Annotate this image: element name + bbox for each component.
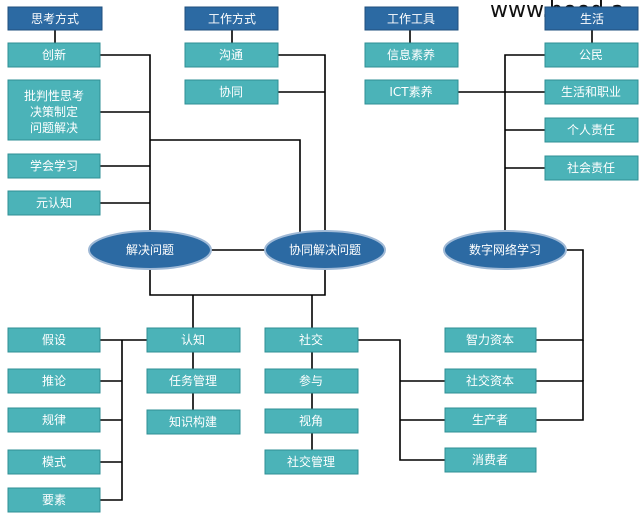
hub-problem-solving: 解决问题 bbox=[88, 230, 212, 270]
svg-text:信息素养: 信息素养 bbox=[387, 47, 435, 62]
header-tools-label: 工作工具 bbox=[387, 12, 435, 26]
svg-text:批判性思考: 批判性思考 bbox=[24, 88, 84, 103]
hub-collaborative-problem-solving: 协同解决问题 bbox=[264, 230, 386, 270]
svg-text:协同解决问题: 协同解决问题 bbox=[289, 242, 361, 257]
node-social-capital: 社交资本 bbox=[444, 368, 537, 394]
header-working-label: 工作方式 bbox=[208, 11, 256, 26]
svg-text:学会学习: 学会学习 bbox=[30, 158, 78, 173]
node-patterns: 模式 bbox=[7, 449, 101, 475]
node-rules: 规律 bbox=[7, 407, 101, 433]
node-hypothesis: 假设 bbox=[7, 327, 101, 353]
hub-digital-network-learning: 数字网络学习 bbox=[443, 230, 567, 270]
svg-text:社会责任: 社会责任 bbox=[567, 160, 615, 175]
svg-text:决策制定: 决策制定 bbox=[30, 104, 78, 119]
node-producer: 生产者 bbox=[444, 407, 537, 433]
header-living: 生活 bbox=[544, 6, 639, 31]
node-personal-responsibility: 个人责任 bbox=[544, 117, 639, 143]
svg-text:生活和职业: 生活和职业 bbox=[561, 85, 621, 99]
node-intellectual-capital: 智力资本 bbox=[444, 327, 537, 353]
node-social-management: 社交管理 bbox=[264, 449, 359, 475]
node-cognition: 认知 bbox=[146, 327, 241, 353]
svg-text:社交资本: 社交资本 bbox=[466, 373, 514, 388]
node-innovation: 创新 bbox=[7, 42, 101, 68]
node-collaboration: 协同 bbox=[184, 79, 279, 105]
node-metacognition: 元认知 bbox=[7, 190, 101, 216]
header-living-label: 生活 bbox=[580, 12, 604, 26]
svg-text:认知: 认知 bbox=[181, 333, 205, 347]
svg-text:公民: 公民 bbox=[579, 48, 603, 62]
node-ict-literacy: ICT素养 bbox=[364, 79, 459, 105]
node-communication: 沟通 bbox=[184, 42, 279, 68]
node-life-and-career: 生活和职业 bbox=[544, 79, 639, 105]
node-social-responsibility: 社会责任 bbox=[544, 155, 639, 181]
svg-text:解决问题: 解决问题 bbox=[126, 243, 174, 257]
node-learn-to-learn: 学会学习 bbox=[7, 153, 101, 179]
svg-text:生产者: 生产者 bbox=[472, 413, 508, 427]
svg-text:个人责任: 个人责任 bbox=[567, 123, 615, 137]
header-thinking-label: 思考方式 bbox=[31, 11, 79, 26]
svg-text:要素: 要素 bbox=[42, 493, 66, 507]
node-task-management: 任务管理 bbox=[146, 368, 241, 394]
svg-text:任务管理: 任务管理 bbox=[169, 373, 217, 388]
svg-text:视角: 视角 bbox=[299, 413, 323, 428]
header-thinking: 思考方式 bbox=[7, 6, 103, 31]
node-participation: 参与 bbox=[264, 368, 359, 394]
svg-text:社交管理: 社交管理 bbox=[287, 454, 335, 469]
svg-text:参与: 参与 bbox=[299, 373, 323, 388]
connector-lines bbox=[54, 30, 593, 501]
svg-text:社交: 社交 bbox=[299, 332, 323, 347]
node-knowledge-building: 知识构建 bbox=[146, 409, 241, 435]
svg-text:创新: 创新 bbox=[42, 47, 66, 62]
node-elements: 要素 bbox=[7, 487, 101, 513]
svg-text:元认知: 元认知 bbox=[36, 196, 72, 210]
header-tools: 工作工具 bbox=[364, 6, 459, 31]
svg-text:ICT素养: ICT素养 bbox=[389, 84, 432, 99]
node-consumer: 消费者 bbox=[444, 447, 537, 473]
svg-text:规律: 规律 bbox=[42, 412, 66, 427]
svg-text:协同: 协同 bbox=[219, 84, 243, 99]
node-inference: 推论 bbox=[7, 368, 101, 394]
svg-text:问题解决: 问题解决 bbox=[30, 121, 78, 135]
svg-text:假设: 假设 bbox=[42, 333, 66, 347]
node-information-literacy: 信息素养 bbox=[364, 42, 459, 68]
svg-text:模式: 模式 bbox=[42, 455, 66, 469]
svg-text:智力资本: 智力资本 bbox=[466, 332, 514, 347]
svg-text:消费者: 消费者 bbox=[472, 453, 508, 467]
node-social: 社交 bbox=[264, 327, 359, 353]
svg-text:数字网络学习: 数字网络学习 bbox=[469, 242, 541, 257]
node-critical-thinking: 批判性思考 决策制定 问题解决 bbox=[7, 79, 101, 141]
header-working: 工作方式 bbox=[184, 6, 279, 31]
svg-text:推论: 推论 bbox=[42, 374, 66, 388]
node-perspective: 视角 bbox=[264, 408, 359, 434]
svg-text:沟通: 沟通 bbox=[219, 48, 243, 62]
node-citizenship: 公民 bbox=[544, 42, 639, 68]
svg-text:知识构建: 知识构建 bbox=[169, 414, 217, 429]
